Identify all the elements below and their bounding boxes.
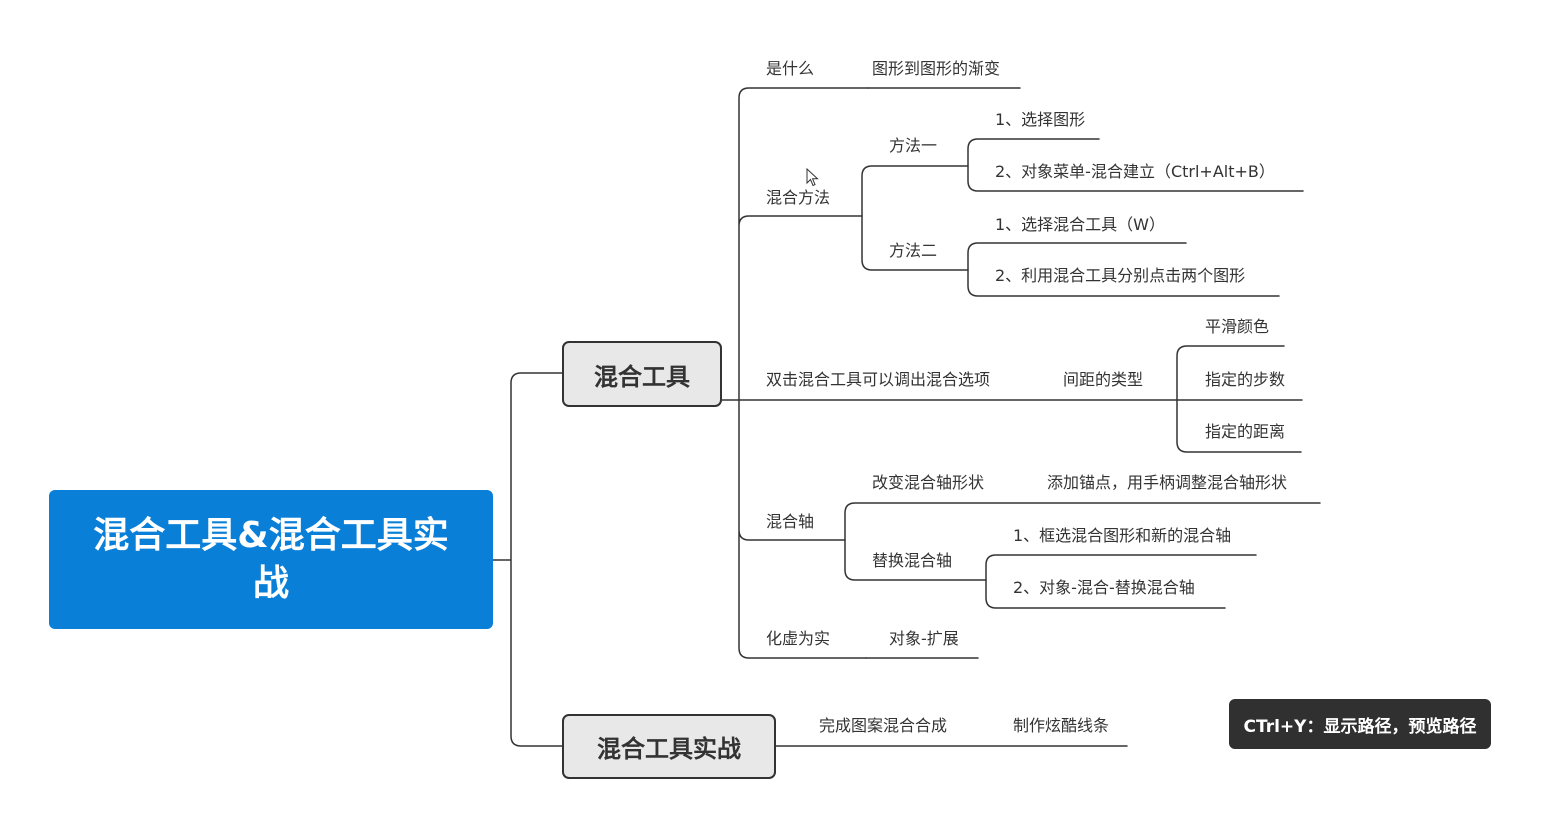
topic-change-spine-detail[interactable]: 添加锚点，用手柄调整混合轴形状 <box>1047 473 1288 492</box>
link-spine <box>844 502 1321 581</box>
topic-method1-step1[interactable]: 1、选择图形 <box>995 110 1086 129</box>
root-topic[interactable]: 混合工具&混合工具实战 <box>49 490 493 629</box>
topic-spine[interactable]: 混合轴 <box>766 512 815 531</box>
topic-change-spine[interactable]: 改变混合轴形状 <box>872 473 985 492</box>
link-spacing-types <box>1176 345 1303 453</box>
shortcut-hint-text: CTrl+Y：显示路径，预览路径 <box>1243 716 1477 737</box>
topic-practice-detail[interactable]: 制作炫酷线条 <box>1013 716 1110 735</box>
topic-blend-method[interactable]: 混合方法 <box>766 188 831 207</box>
main-topic-blend-practice[interactable]: 混合工具实战 <box>562 714 776 779</box>
mouse-pointer-icon <box>806 168 819 187</box>
topic-spacing-steps[interactable]: 指定的步数 <box>1205 370 1286 389</box>
topic-replace-spine-step2[interactable]: 2、对象-混合-替换混合轴 <box>1013 578 1195 597</box>
main-topic-blend-tool[interactable]: 混合工具 <box>562 341 722 407</box>
topic-expand[interactable]: 化虚为实 <box>766 629 831 648</box>
main-topic-blend-practice-label: 混合工具实战 <box>597 735 741 763</box>
link-method1 <box>967 138 1304 192</box>
link-replace-steps <box>985 554 1257 609</box>
link-blend-tool-children <box>721 87 1178 659</box>
link-root-to-main <box>492 372 563 747</box>
link-blend-method <box>861 165 969 271</box>
topic-spacing-smooth-color[interactable]: 平滑颜色 <box>1205 317 1270 336</box>
topic-expand-detail[interactable]: 对象-扩展 <box>889 629 959 648</box>
shortcut-hint-toast: CTrl+Y：显示路径，预览路径 <box>1229 699 1491 749</box>
topic-blend-options[interactable]: 双击混合工具可以调出混合选项 <box>766 370 991 389</box>
topic-method1-step2[interactable]: 2、对象菜单-混合建立（Ctrl+Alt+B） <box>995 162 1275 181</box>
topic-method2-step2[interactable]: 2、利用混合工具分别点击两个图形 <box>995 266 1246 285</box>
topic-what-is-answer[interactable]: 图形到图形的渐变 <box>872 59 1001 78</box>
topic-replace-spine[interactable]: 替换混合轴 <box>872 551 953 570</box>
topic-spacing-type[interactable]: 间距的类型 <box>1063 370 1144 389</box>
topic-method1[interactable]: 方法一 <box>889 136 938 155</box>
topic-replace-spine-step1[interactable]: 1、框选混合图形和新的混合轴 <box>1013 526 1232 545</box>
topic-what-is[interactable]: 是什么 <box>766 59 815 78</box>
main-topic-blend-tool-label: 混合工具 <box>594 362 690 391</box>
topic-method2-step1[interactable]: 1、选择混合工具（W） <box>995 215 1166 234</box>
topic-method2[interactable]: 方法二 <box>889 241 938 260</box>
topic-practice[interactable]: 完成图案混合合成 <box>819 716 948 735</box>
topic-spacing-distance[interactable]: 指定的距离 <box>1205 422 1286 441</box>
link-method2 <box>967 242 1280 297</box>
root-topic-label: 混合工具&混合工具实战 <box>93 514 449 604</box>
